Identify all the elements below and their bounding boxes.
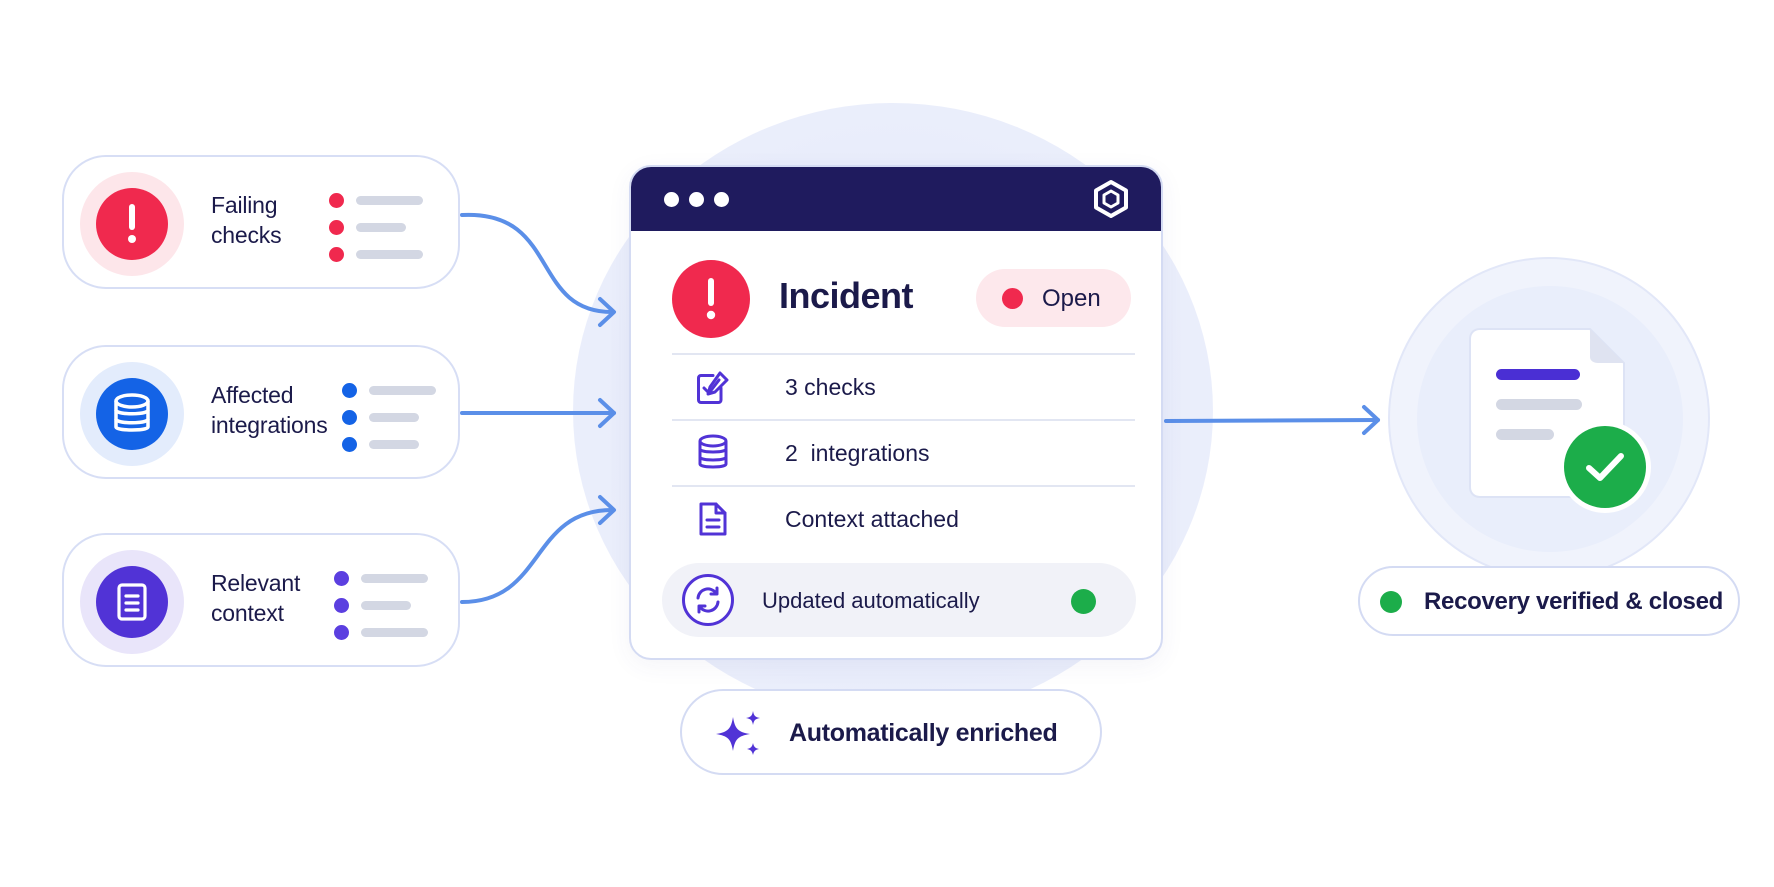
divider xyxy=(672,485,1135,487)
document-icon xyxy=(117,583,147,621)
check-icon xyxy=(1586,453,1624,481)
failing-checks-icon-circle xyxy=(96,188,168,260)
status-badge-label: Open xyxy=(1042,285,1101,312)
auto-update-text: Updated automatically xyxy=(762,588,980,613)
incident-row-integrations: 2 integrations xyxy=(672,421,1135,485)
list-item xyxy=(329,214,439,241)
incident-alert-icon-circle xyxy=(672,260,750,338)
list-item xyxy=(342,404,452,431)
auto-update-status-dot xyxy=(1071,589,1096,614)
affected-integrations-label: Affected integrations xyxy=(211,382,328,438)
checklist-icon xyxy=(697,371,729,404)
incident-row-checks: 3 checks xyxy=(672,355,1135,419)
enriched-text: Automatically enriched xyxy=(789,719,1058,747)
refresh-icon-circle xyxy=(682,574,734,626)
list-item xyxy=(329,241,439,268)
window-dot xyxy=(689,192,704,207)
arrow-context-to-incident xyxy=(460,508,614,604)
arrow-integrations-head xyxy=(598,398,616,428)
incident-row-context: Context attached xyxy=(672,487,1135,551)
result-check-circle xyxy=(1564,426,1646,508)
list-item xyxy=(334,592,444,619)
incident-row-checks-text: 3 checks xyxy=(785,374,876,400)
source-card-affected-integrations: Affected integrations xyxy=(62,345,460,479)
result-pill: Recovery verified & closed xyxy=(1358,566,1740,636)
exclamation-icon xyxy=(128,204,136,243)
arrow-result-head xyxy=(1362,405,1380,435)
list-item xyxy=(334,565,444,592)
result-status-dot xyxy=(1380,591,1402,613)
failing-checks-list xyxy=(329,187,439,268)
incident-row-context-text: Context attached xyxy=(785,506,959,532)
arrow-failing-to-incident xyxy=(460,212,614,314)
list-item xyxy=(342,431,452,458)
auto-update-pill: Updated automatically xyxy=(662,563,1136,637)
divider xyxy=(672,353,1135,355)
database-icon xyxy=(114,393,150,432)
affected-integrations-list xyxy=(342,377,452,458)
source-card-relevant-context: Relevant context xyxy=(62,533,460,667)
incident-row-integrations-text: 2 integrations xyxy=(785,440,930,466)
window-title-bar xyxy=(631,167,1161,231)
enriched-pill: Automatically enriched xyxy=(680,689,1102,775)
sparkle-icon xyxy=(716,711,760,755)
list-item xyxy=(334,619,444,646)
refresh-icon xyxy=(696,586,720,614)
incident-window: Incident Open 3 checks 2 integrations xyxy=(629,165,1163,660)
relevant-context-list xyxy=(334,565,444,646)
source-card-failing-checks: Failing checks xyxy=(62,155,460,289)
status-badge: Open xyxy=(976,269,1131,327)
hexagon-icon xyxy=(1094,180,1128,218)
failing-checks-label: Failing checks xyxy=(211,192,282,248)
relevant-context-icon-circle xyxy=(96,566,168,638)
affected-integrations-icon-circle xyxy=(96,378,168,450)
arrow-context-head xyxy=(598,495,616,525)
status-dot xyxy=(1002,288,1023,309)
window-dot xyxy=(714,192,729,207)
database-icon xyxy=(698,434,728,469)
window-dot xyxy=(664,192,679,207)
document-icon xyxy=(699,502,727,536)
incident-title: Incident xyxy=(779,275,914,316)
arrow-failing-head xyxy=(598,297,616,327)
list-item xyxy=(329,187,439,214)
arrow-incident-to-result xyxy=(1164,418,1380,423)
exclamation-icon xyxy=(706,278,716,320)
relevant-context-label: Relevant context xyxy=(211,570,301,626)
divider xyxy=(672,419,1135,421)
result-text: Recovery verified & closed xyxy=(1424,588,1724,615)
list-item xyxy=(342,377,452,404)
